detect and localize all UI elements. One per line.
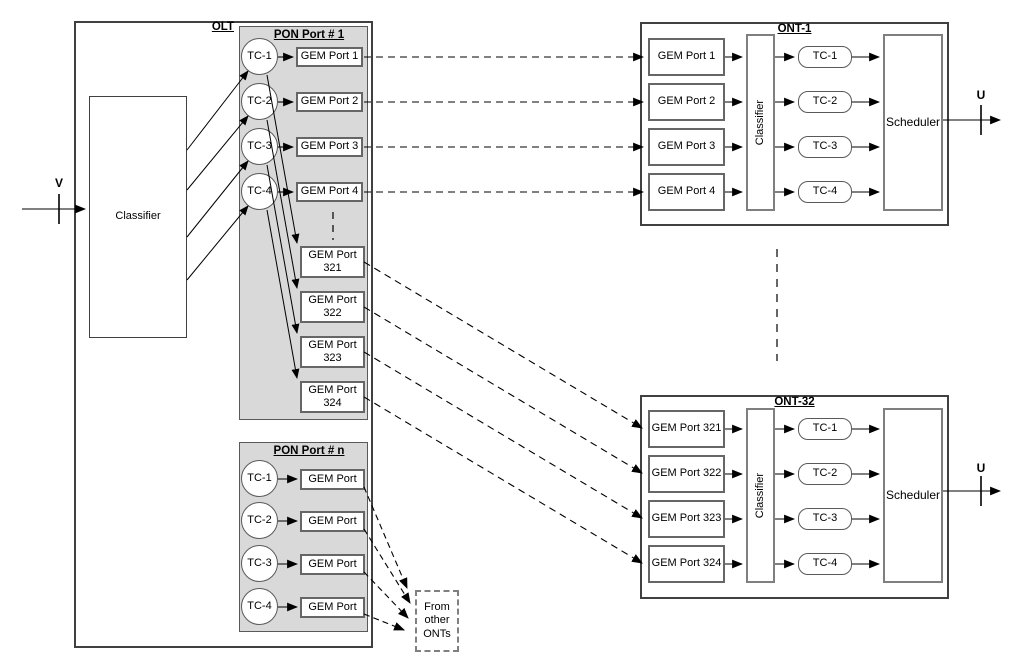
ponn-gem-port-b: GEM Port [300, 511, 365, 532]
ont1-tc-2-queue: TC-2 [798, 91, 852, 113]
from-other-onts-box: From other ONTs [415, 590, 459, 652]
ont1-scheduler-box: Scheduler [883, 34, 943, 211]
olt-to-ont32-dashed-links [363, 261, 643, 564]
ponn-gem-port-a: GEM Port [300, 469, 365, 490]
pon1-gem-port-2: GEM Port 2 [296, 92, 363, 112]
ont32-tc-2-queue: TC-2 [798, 463, 852, 485]
pon1-gem-port-1: GEM Port 1 [296, 47, 363, 67]
ont1-gem-port-2: GEM Port 2 [648, 83, 725, 121]
ont-1-title: ONT-1 [777, 23, 812, 35]
ont-32-title: ONT-32 [774, 396, 815, 408]
pon1-gem-port-4: GEM Port 4 [296, 182, 363, 202]
ont1-tc-4-queue: TC-4 [798, 181, 852, 203]
pon1-gem-port-324: GEM Port 324 [300, 381, 365, 413]
olt-classifier-label: Classifier [115, 210, 161, 223]
ont1-tc-1-queue: TC-1 [798, 46, 852, 68]
ont32-gem-port-322: GEM Port 322 [648, 455, 725, 493]
pon1-tc-4-queue: TC-4 [241, 173, 278, 210]
pon1-gem-port-323: GEM Port 323 [300, 336, 365, 368]
ont1-classifier-box: Classifier [746, 34, 775, 211]
pon1-tc-3-queue: TC-3 [241, 128, 278, 165]
ont1-tc-3-queue: TC-3 [798, 136, 852, 158]
ont32-tc-4-queue: TC-4 [798, 553, 852, 575]
ont32-classifier-box: Classifier [746, 408, 775, 583]
ont32-gem-port-321: GEM Port 321 [648, 410, 725, 448]
pon1-gem-port-3: GEM Port 3 [296, 137, 363, 157]
pon1-tc-1-queue: TC-1 [241, 38, 278, 75]
olt-title: OLT [211, 21, 234, 33]
pon-port-1-title: PON Port # 1 [273, 29, 345, 41]
ont1-gem-port-1: GEM Port 1 [648, 38, 725, 76]
olt-classifier-box: Classifier [89, 96, 187, 338]
ponn-tc-4-queue: TC-4 [241, 588, 278, 625]
olt-to-ont1-dashed-links [364, 52, 645, 197]
ont1-u-output-arrow [943, 105, 1002, 135]
ont32-gem-port-323: GEM Port 323 [648, 500, 725, 538]
pon-port-n-title: PON Port # n [273, 445, 345, 457]
ponn-tc-2-queue: TC-2 [241, 502, 278, 539]
ont32-tc-1-queue: TC-1 [798, 418, 852, 440]
ont32-scheduler-box: Scheduler [883, 408, 943, 583]
ponn-tc-3-queue: TC-3 [241, 545, 278, 582]
ont32-tc-3-queue: TC-3 [798, 508, 852, 530]
ponn-tc-1-queue: TC-1 [241, 460, 278, 497]
v-reference-label: V [54, 176, 63, 190]
ont32-gem-port-324: GEM Port 324 [648, 545, 725, 583]
ponn-gem-port-d: GEM Port [300, 597, 365, 618]
ont32-u-output-arrow [943, 476, 1002, 506]
ont1-classifier-label: Classifier [753, 99, 766, 146]
ont1-gem-port-4: GEM Port 4 [648, 173, 725, 211]
ponn-gem-port-c: GEM Port [300, 554, 365, 575]
pon1-gem-port-322: GEM Port 322 [300, 291, 365, 323]
ont32-classifier-label: Classifier [753, 472, 766, 519]
pon1-tc-2-queue: TC-2 [241, 83, 278, 120]
u-reference-label-ont32: U [976, 461, 986, 475]
u-reference-label-ont1: U [976, 88, 986, 102]
pon1-gem-port-321: GEM Port 321 [300, 246, 365, 278]
ellipsis-marks [332, 212, 778, 361]
ont1-gem-port-3: GEM Port 3 [648, 128, 725, 166]
